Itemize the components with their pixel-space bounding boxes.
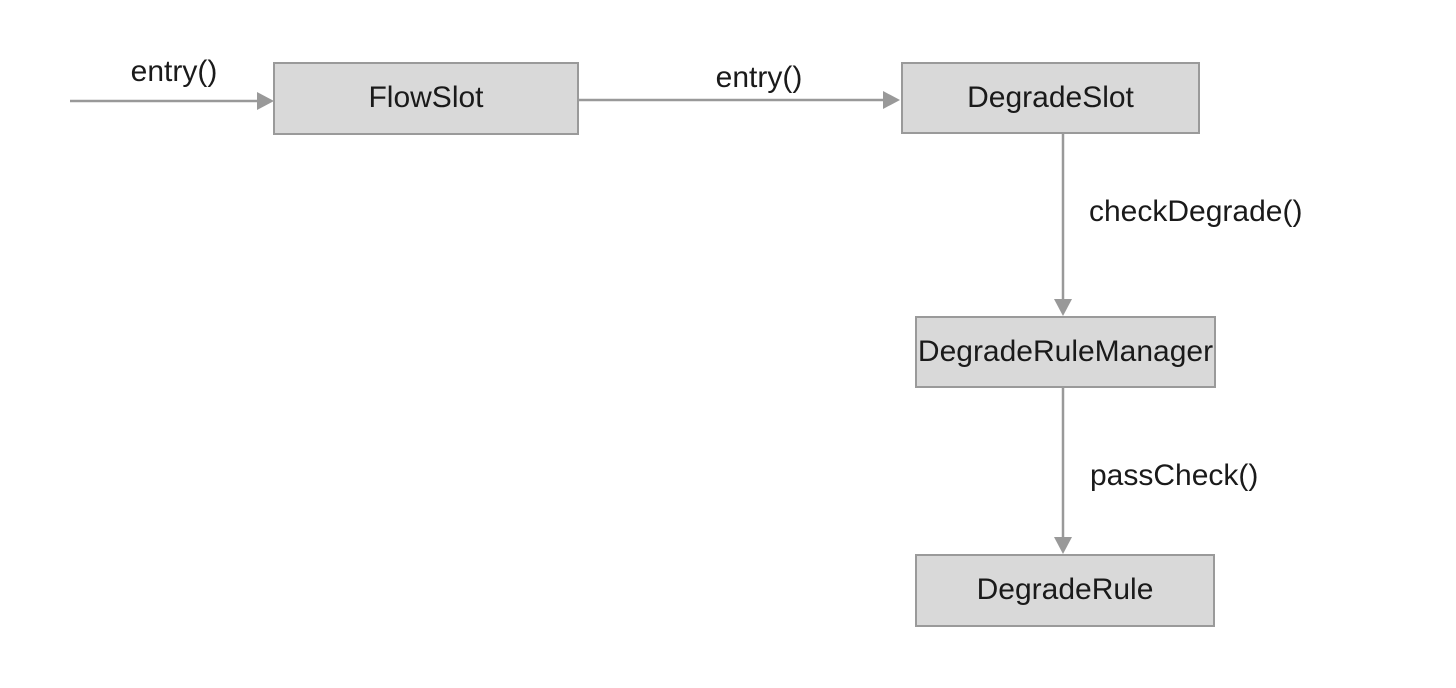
node-label: DegradeRule <box>976 573 1154 607</box>
edge-label-entry-2: entry() <box>715 61 803 94</box>
edge-label-checkdegrade: checkDegrade() <box>1089 195 1303 228</box>
arrow-entry-to-flowslot <box>70 92 274 110</box>
arrow-flowslot-to-degradeslot <box>579 91 900 109</box>
arrowhead-icon <box>1054 299 1072 316</box>
edge-label-entry-1: entry() <box>130 55 218 88</box>
arrowhead-icon <box>1054 537 1072 554</box>
node-degraderulemanager: DegradeRuleManager <box>915 316 1216 388</box>
node-flowslot: FlowSlot <box>273 62 579 135</box>
node-degraderule: DegradeRule <box>915 554 1215 627</box>
arrow-degradeslot-to-manager <box>1054 134 1072 316</box>
arrowhead-icon <box>257 92 274 110</box>
arrow-manager-to-rule <box>1054 388 1072 554</box>
arrowhead-icon <box>883 91 900 109</box>
node-label: DegradeRuleManager <box>917 334 1214 368</box>
edge-label-passcheck: passCheck() <box>1090 459 1259 492</box>
node-label: DegradeSlot <box>967 80 1134 114</box>
node-degradeslot: DegradeSlot <box>901 62 1200 134</box>
node-label: FlowSlot <box>368 81 484 115</box>
